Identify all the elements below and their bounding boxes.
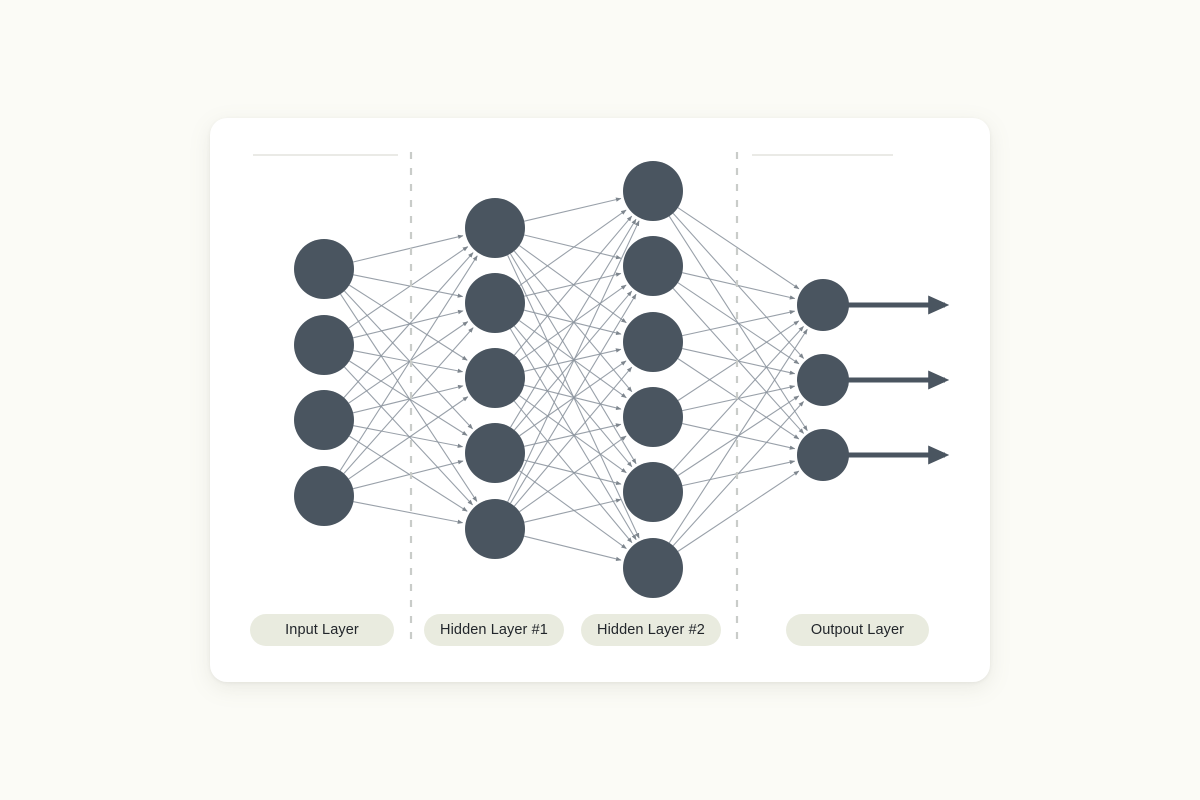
edge-hidden-1-1-to-hidden-2-4: [513, 325, 633, 468]
node-hidden-2-6[interactable]: [623, 538, 683, 598]
edge-input-3-to-hidden-1-2: [348, 396, 469, 480]
node-hidden-2-4[interactable]: [623, 387, 683, 447]
edge-hidden-1-2-to-hidden-2-2: [524, 348, 622, 372]
edge-hidden-1-3-to-hidden-2-0: [510, 218, 637, 428]
edge-hidden-2-5-to-output-0: [668, 328, 808, 544]
node-input-4[interactable]: [294, 466, 354, 526]
node-hidden-2-2[interactable]: [623, 236, 683, 296]
edge-hidden-2-3-to-output-0: [677, 320, 800, 401]
connection-edges: [339, 197, 808, 562]
edge-input-2-to-hidden-1-3: [353, 425, 464, 448]
edge-hidden-1-3-to-hidden-2-4: [523, 459, 622, 486]
edge-input-2-to-hidden-1-1: [348, 321, 469, 404]
edge-hidden-1-4-to-hidden-2-3: [519, 435, 627, 513]
edge-hidden-1-1-to-hidden-2-3: [519, 320, 627, 399]
layer-label-hidden-2[interactable]: Hidden Layer #2: [581, 614, 721, 646]
edge-hidden-2-5-to-output-2: [677, 470, 800, 552]
edge-hidden-1-0-to-hidden-2-1: [524, 234, 622, 260]
edge-input-0-to-hidden-1-2: [349, 284, 468, 361]
edge-hidden-1-4-to-hidden-2-0: [507, 220, 640, 503]
edge-hidden-1-3-to-hidden-2-1: [513, 290, 633, 431]
node-output-3[interactable]: [797, 429, 849, 481]
edge-hidden-1-2-to-hidden-2-4: [519, 395, 627, 474]
node-output-1[interactable]: [797, 279, 849, 331]
edge-hidden-1-0-to-hidden-2-0: [524, 197, 622, 222]
edge-hidden-2-0-to-output-0: [677, 207, 800, 290]
edge-hidden-1-1-to-hidden-2-1: [524, 272, 622, 297]
edge-hidden-1-2-to-hidden-2-0: [513, 215, 633, 356]
edge-input-0-to-hidden-1-0: [353, 234, 464, 263]
node-hidden-1-5[interactable]: [465, 499, 525, 559]
node-hidden-1-3[interactable]: [465, 348, 525, 408]
node-input-1[interactable]: [294, 239, 354, 299]
edge-input-0-to-hidden-1-4: [340, 293, 478, 502]
edge-hidden-2-1-to-output-0: [682, 272, 796, 300]
edge-hidden-1-3-to-hidden-2-5: [518, 470, 627, 550]
node-input-2[interactable]: [294, 315, 354, 375]
edge-input-1-to-hidden-1-0: [348, 246, 469, 329]
node-input-3[interactable]: [294, 390, 354, 450]
node-hidden-1-4[interactable]: [465, 423, 525, 483]
edge-hidden-1-0-to-hidden-2-2: [519, 245, 627, 324]
edge-input-3-to-hidden-1-3: [352, 460, 464, 490]
edge-hidden-1-0-to-hidden-2-4: [509, 253, 637, 465]
edge-hidden-1-4-to-hidden-2-5: [523, 535, 622, 562]
edge-input-3-to-hidden-1-0: [339, 255, 478, 472]
edge-input-1-to-hidden-1-3: [349, 360, 468, 436]
edge-input-3-to-hidden-1-4: [353, 501, 464, 524]
edge-input-0-to-hidden-1-1: [353, 274, 464, 298]
edge-hidden-2-2-to-output-0: [682, 310, 796, 337]
edge-hidden-1-4-to-hidden-2-2: [513, 366, 633, 507]
edge-hidden-1-3-to-hidden-2-2: [519, 360, 627, 437]
layer-label-output[interactable]: Outpout Layer: [786, 614, 929, 646]
network-nodes: [294, 161, 849, 598]
edge-input-1-to-hidden-1-2: [353, 350, 464, 373]
node-hidden-2-3[interactable]: [623, 312, 683, 372]
neural-network-diagram: [253, 152, 950, 642]
node-hidden-1-2[interactable]: [465, 273, 525, 333]
layer-dividers: [409, 152, 739, 642]
node-hidden-2-5[interactable]: [623, 462, 683, 522]
edge-hidden-1-3-to-hidden-2-3: [524, 423, 622, 447]
edge-hidden-1-2-to-hidden-2-3: [523, 384, 622, 411]
edge-hidden-2-5-to-output-1: [672, 401, 804, 547]
edge-hidden-1-4-to-hidden-2-4: [524, 498, 622, 523]
edge-input-3-to-hidden-1-1: [343, 327, 474, 474]
edge-hidden-1-1-to-hidden-2-0: [519, 209, 627, 287]
edge-input-2-to-hidden-1-2: [353, 384, 464, 414]
edge-hidden-1-2-to-hidden-2-1: [519, 284, 627, 362]
node-hidden-1-1[interactable]: [465, 198, 525, 258]
edge-hidden-1-1-to-hidden-2-2: [523, 309, 622, 336]
edge-input-2-to-hidden-1-0: [343, 252, 474, 398]
edge-hidden-2-4-to-output-0: [672, 326, 804, 471]
layer-label-hidden-1[interactable]: Hidden Layer #1: [424, 614, 564, 646]
layer-label-input[interactable]: Input Layer: [250, 614, 394, 646]
edge-input-0-to-hidden-1-3: [344, 290, 473, 430]
node-hidden-2-1[interactable]: [623, 161, 683, 221]
edge-input-1-to-hidden-1-1: [353, 309, 464, 339]
edge-hidden-1-4-to-hidden-2-1: [509, 293, 637, 504]
node-output-2[interactable]: [797, 354, 849, 406]
edge-input-2-to-hidden-1-4: [349, 435, 468, 512]
edge-hidden-1-0-to-hidden-2-3: [513, 250, 633, 393]
